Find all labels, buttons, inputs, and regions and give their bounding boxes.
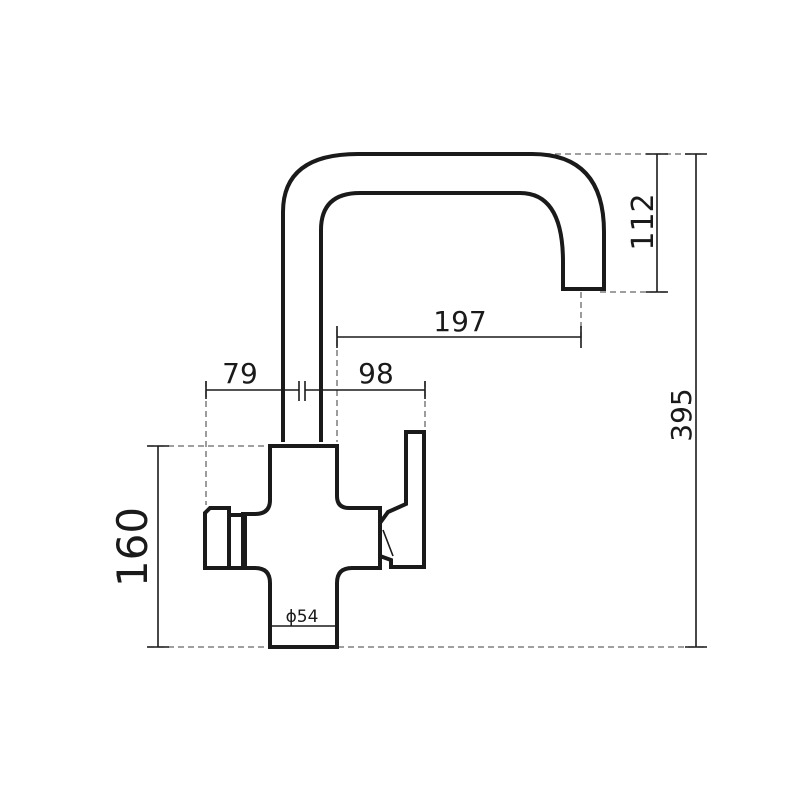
label-112: 112 (626, 193, 661, 250)
extension-lines (148, 153, 705, 648)
dimension-labels: 112 395 197 79 98 160 ϕ54 (108, 193, 698, 627)
lever-detail (382, 529, 394, 557)
faucet-outline (203, 152, 606, 649)
left-handle (203, 506, 247, 570)
label-197: 197 (433, 305, 486, 338)
dimension-lines (147, 153, 707, 648)
label-98: 98 (358, 357, 394, 390)
label-79: 79 (222, 357, 258, 390)
label-395: 395 (665, 388, 698, 441)
faucet-body (241, 444, 382, 649)
lever-handle (378, 430, 426, 569)
faucet-spout (281, 152, 606, 442)
label-base-diameter: ϕ54 (286, 607, 319, 627)
label-160: 160 (108, 507, 157, 587)
